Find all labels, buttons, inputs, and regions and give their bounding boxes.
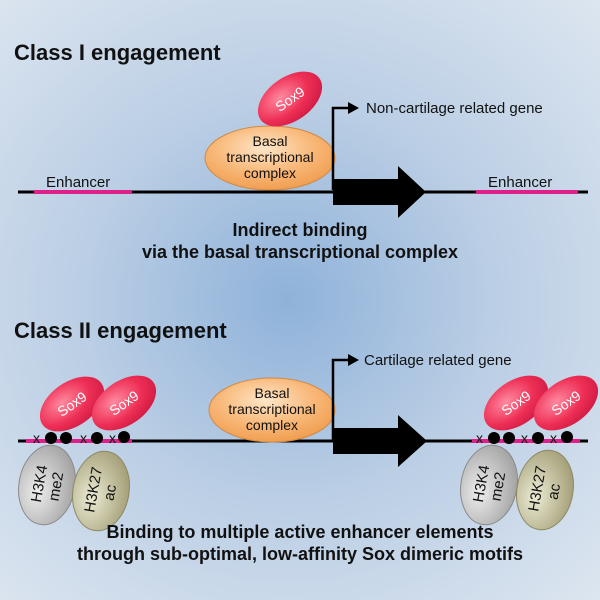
class2-caption-line2: through sub-optimal, low-affinity Sox di… <box>77 544 523 564</box>
class1-gene-label: Non-cartilage related gene <box>366 100 543 117</box>
class2-right-motif-x2: x <box>521 430 528 446</box>
class2-left-motif-x3: x <box>109 430 116 446</box>
class2-right-h3k4me2: H3K4 me2 <box>460 444 518 526</box>
class2-right-motif-x1: x <box>476 430 483 446</box>
class2-right-motif-x3: x <box>550 430 557 446</box>
class1-caption-line1: Indirect binding <box>233 220 368 240</box>
class1-heading: Class I engagement <box>14 40 221 65</box>
class2-left-sox9-b: Sox9 <box>91 375 157 431</box>
class2-left-motif-x2: x <box>80 430 87 446</box>
class2-left-motif-dot3 <box>91 432 103 444</box>
class1-tss-line <box>331 106 350 190</box>
class2-left-motif-dot2 <box>60 432 72 444</box>
class2-left-motif-dot4 <box>118 431 130 443</box>
class1-gene-arrow <box>333 166 426 218</box>
class2-left-motif-x1: x <box>33 430 40 446</box>
class2-left-h3k4-line1: H3K4 <box>28 464 51 504</box>
class2-right-sox9-b: Sox9 <box>533 375 599 431</box>
class2-right-motif-dot4 <box>561 431 573 443</box>
class2-left-h3k27ac: H3K27 ac <box>72 450 130 532</box>
class2-basal-line3: complex <box>246 417 298 433</box>
class2-right-motif-dot2 <box>503 432 515 444</box>
class2-right-motif-dot1 <box>488 432 500 444</box>
class2-right-h3k27-line2: ac <box>545 482 565 501</box>
class2-left-enhancer-cluster: H3K4 me2 H3K27 ac x x x Sox9 Sox9 <box>18 375 157 532</box>
class1-basal-line1: Basal <box>252 133 287 149</box>
class2-basal-complex <box>208 377 336 443</box>
class2-right-motif-dot3 <box>532 432 544 444</box>
class2-tss-arrowhead <box>348 354 359 366</box>
class1-basal-line3: complex <box>244 165 296 181</box>
class2-left-sox9-a: Sox9 <box>39 376 105 432</box>
class2-caption-line1: Binding to multiple active enhancer elem… <box>106 522 493 542</box>
class2-basal-line2: transcriptional <box>228 401 315 417</box>
class1-basal-complex <box>204 125 336 191</box>
class1-caption-line2: via the basal transcriptional complex <box>142 242 458 262</box>
class1-enhancer-right-label: Enhancer <box>488 174 552 191</box>
class2-right-h3k4-line1: H3K4 <box>470 464 493 504</box>
class2-left-h3k27-line2: ac <box>101 483 121 502</box>
class2-right-h3k27ac: H3K27 ac <box>516 449 574 531</box>
class2-left-motif-dot1 <box>45 432 57 444</box>
class2-right-enhancer-cluster: H3K4 me2 H3K27 ac x x x Sox9 Sox9 <box>460 375 599 531</box>
class1-basal-line2: transcriptional <box>226 149 313 165</box>
class2-right-sox9-a: Sox9 <box>483 375 549 431</box>
class1-sox9: Sox9 <box>257 71 323 127</box>
class2-basal-line1: Basal <box>254 385 289 401</box>
class2-tss-line <box>331 358 350 440</box>
class2-right-h3k4-line2: me2 <box>487 471 509 503</box>
class2-gene-arrow <box>333 415 427 467</box>
class2-left-h3k4-line2: me2 <box>45 471 67 503</box>
class2-left-h3k4me2: H3K4 me2 <box>18 444 76 526</box>
class1-tss-arrowhead <box>348 102 359 114</box>
class2-heading: Class II engagement <box>14 318 227 343</box>
class2-gene-label: Cartilage related gene <box>364 352 512 369</box>
class1-enhancer-left-label: Enhancer <box>46 174 110 191</box>
